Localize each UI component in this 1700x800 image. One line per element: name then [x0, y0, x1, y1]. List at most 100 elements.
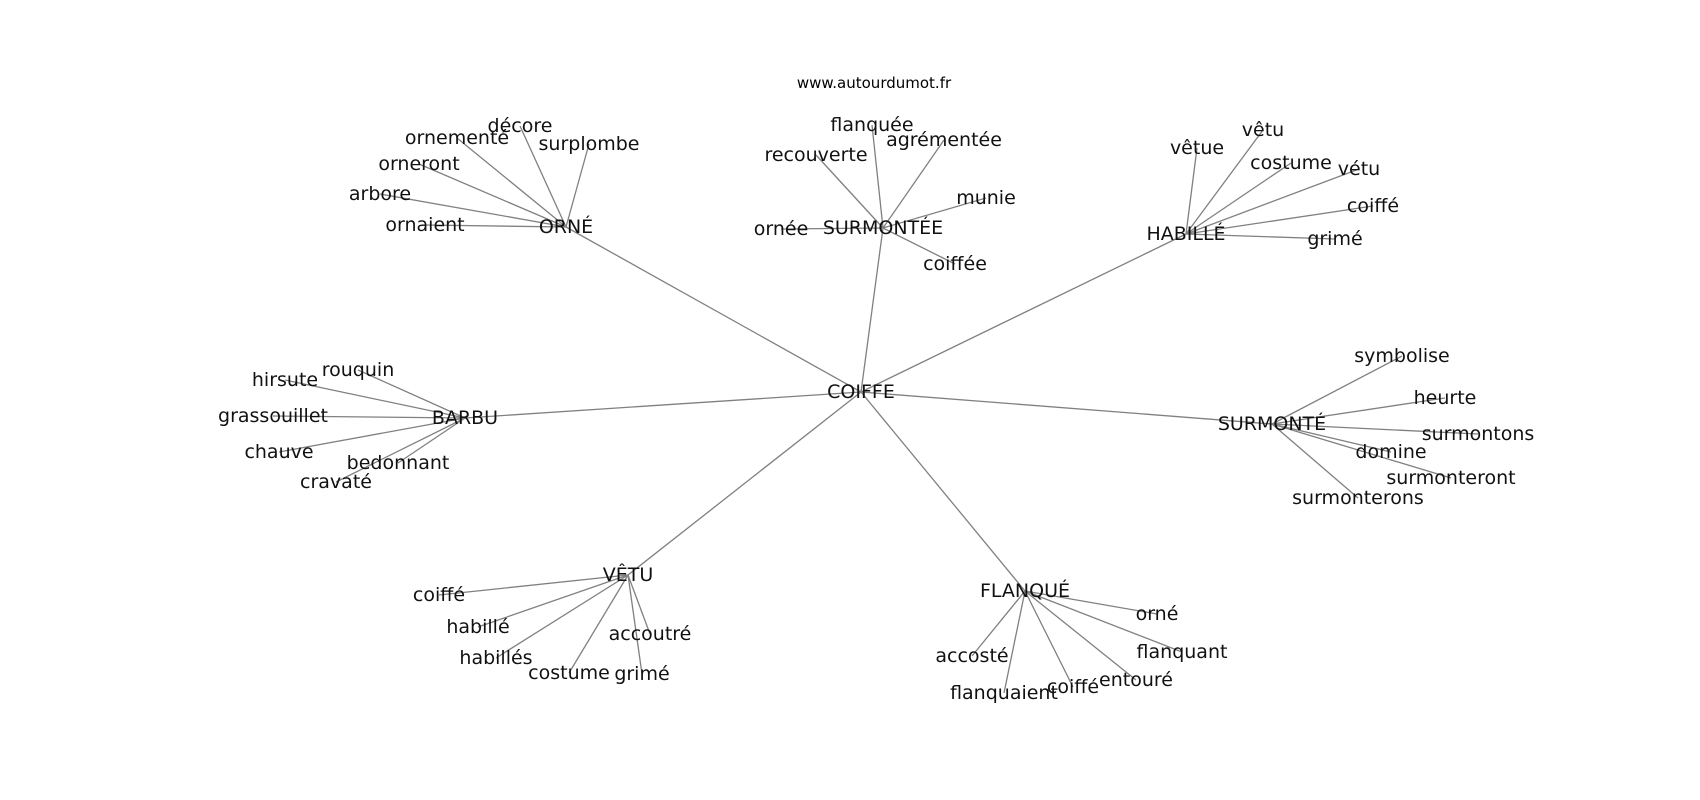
graph-edge [477, 574, 629, 628]
graph-edge [882, 139, 945, 229]
graph-edge [1271, 397, 1446, 425]
graph-edge [278, 417, 466, 453]
leaf-word-node[interactable]: accosté [935, 645, 1008, 667]
hub-word-node[interactable]: FLANQUÉ [980, 579, 1070, 602]
graph-edge [627, 574, 643, 675]
hub-word-node[interactable]: SURMONTÉE [823, 216, 943, 239]
graph-edge [627, 391, 862, 576]
leaf-word-node[interactable]: costume [1250, 152, 1332, 174]
graph-edge [357, 369, 466, 419]
leaf-word-node[interactable]: vêtue [1170, 137, 1224, 159]
hub-word-node[interactable]: ORNÉ [539, 215, 593, 238]
leaf-word-node[interactable]: munie [956, 187, 1016, 209]
leaf-word-node[interactable]: grimé [614, 663, 669, 685]
graph-edge [882, 227, 956, 265]
graph-edge [424, 224, 567, 228]
graph-edge [438, 574, 629, 596]
leaf-word-node[interactable]: surmontons [1422, 423, 1535, 445]
hub-word-node[interactable]: SURMONTÉ [1218, 412, 1326, 435]
leaf-word-node[interactable]: recouverte [764, 144, 867, 166]
leaf-word-node[interactable]: vétu [1338, 158, 1380, 180]
hub-word-node[interactable]: BARBU [432, 407, 498, 429]
leaf-word-node[interactable]: décore [488, 115, 553, 137]
leaf-word-node[interactable]: chauve [244, 441, 313, 463]
leaf-word-node[interactable]: flanquaient [950, 682, 1058, 704]
leaf-word-node[interactable]: agrémentée [886, 129, 1002, 151]
graph-edge [1024, 590, 1137, 681]
graph-edge [1271, 355, 1403, 425]
graph-edge [568, 574, 629, 674]
graph-edge [1185, 233, 1336, 240]
graph-edge [335, 417, 466, 483]
graph-edge [780, 227, 884, 230]
leaf-word-node[interactable]: surplombe [539, 133, 640, 155]
graph-edge [1185, 162, 1292, 235]
graph-edge [418, 163, 567, 228]
center-word-node[interactable]: COIFFE [827, 381, 895, 403]
leaf-word-node[interactable]: flanquée [830, 114, 913, 136]
graph-edge [1271, 423, 1392, 453]
graph-edge [519, 125, 567, 228]
leaf-word-node[interactable]: costume [528, 662, 610, 684]
graph-edge [860, 233, 1187, 393]
hub-word-node[interactable]: VÊTU [603, 563, 654, 586]
graph-edge [1271, 423, 1359, 499]
leaf-word-node[interactable]: entouré [1099, 669, 1173, 691]
graph-edge [882, 197, 987, 229]
graph-edge [565, 226, 862, 393]
graph-edge [1185, 205, 1374, 235]
graph-edge [272, 415, 466, 419]
leaf-word-node[interactable]: coiffé [413, 584, 465, 606]
source-url: www.autourdumot.fr [797, 74, 952, 92]
graph-edge [495, 574, 629, 659]
leaf-word-node[interactable]: surmonterons [1292, 487, 1424, 509]
graph-edge [1024, 590, 1074, 688]
leaf-word-node[interactable]: domine [1355, 441, 1426, 463]
graph-edge [860, 227, 884, 393]
leaf-word-node[interactable]: ornementé [405, 127, 509, 149]
leaf-word-node[interactable]: bedonnant [347, 452, 450, 474]
leaf-word-node[interactable]: habillé [446, 616, 509, 638]
leaf-word-node[interactable]: heurte [1414, 387, 1477, 409]
leaf-word-node[interactable]: rouquin [322, 359, 394, 381]
graph-edge [565, 143, 590, 228]
leaf-word-node[interactable]: habillés [459, 647, 532, 669]
graph-edges [272, 124, 1479, 694]
leaf-word-node[interactable]: hirsute [252, 369, 318, 391]
graph-edge [860, 391, 1273, 425]
graph-edge [1024, 590, 1183, 653]
graph-edge [1185, 147, 1198, 235]
leaf-word-node[interactable]: symbolise [1354, 345, 1449, 367]
graph-edge [860, 391, 1026, 592]
leaf-word-node[interactable]: coiffé [1347, 195, 1399, 217]
leaf-word-node[interactable]: accoutré [609, 623, 692, 645]
leaf-word-node[interactable]: grassouillet [218, 405, 328, 427]
graph-edge [871, 124, 884, 229]
graph-edge [815, 154, 884, 229]
leaf-word-node[interactable]: vêtu [1242, 119, 1284, 141]
graph-edge [456, 137, 567, 228]
graph-edge [1271, 423, 1452, 479]
graph-edge [464, 391, 862, 419]
graph-edge [379, 193, 567, 228]
leaf-word-node[interactable]: arbore [349, 183, 411, 205]
leaf-word-node[interactable]: orneront [378, 153, 459, 175]
leaf-word-node[interactable]: flanquant [1137, 641, 1228, 663]
leaf-word-node[interactable]: cravaté [300, 471, 372, 493]
leaf-word-node[interactable]: coiffé [1047, 676, 1099, 698]
leaf-word-node[interactable]: coiffée [923, 253, 987, 275]
graph-edge [397, 417, 466, 464]
graph-edge [1271, 423, 1479, 435]
graph-edge [627, 574, 651, 635]
hub-word-node[interactable]: HABILLÉ [1146, 222, 1225, 245]
graph-edge [1185, 129, 1264, 235]
graph-edge [1024, 590, 1158, 615]
graph-edge [1185, 168, 1360, 235]
leaf-word-node[interactable]: surmonteront [1386, 467, 1515, 489]
leaf-word-node[interactable]: grimé [1307, 228, 1362, 250]
leaf-word-node[interactable]: ornée [754, 218, 809, 240]
leaf-word-node[interactable]: orné [1136, 603, 1179, 625]
graph-edge [1003, 590, 1026, 694]
leaf-word-node[interactable]: ornaient [385, 214, 464, 236]
